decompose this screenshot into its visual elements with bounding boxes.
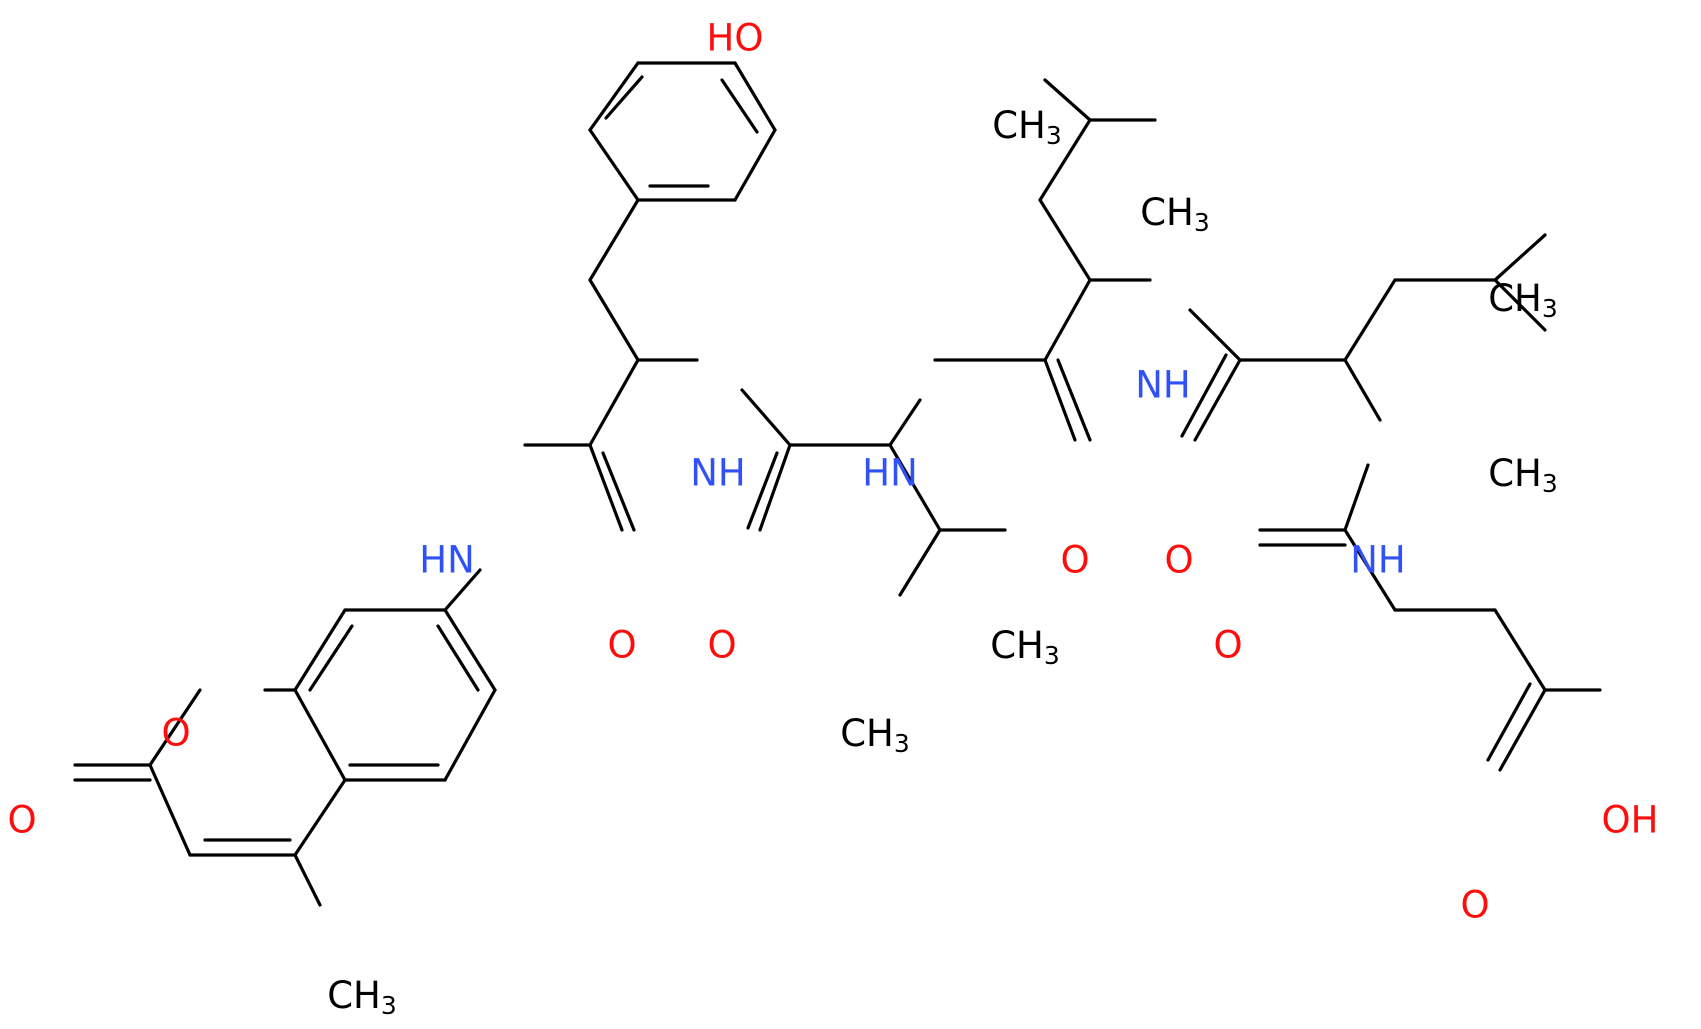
atom-label-nh-anilide: HN xyxy=(419,539,475,582)
bond-25 xyxy=(1043,358,1077,442)
bond-27 xyxy=(1043,278,1092,362)
atom-label-ch3-val-a: CH3 xyxy=(990,624,1060,670)
bond-49 xyxy=(1498,688,1547,772)
bond-16 xyxy=(740,388,792,447)
bond-39 xyxy=(1493,233,1547,282)
bond-69 xyxy=(293,853,322,907)
bond-57 xyxy=(443,608,497,692)
atom-label-o-lactone: O xyxy=(7,799,36,842)
bond-42 xyxy=(1343,463,1370,532)
bond-47 xyxy=(1493,608,1547,692)
bond-29 xyxy=(1038,198,1092,282)
bond-lines xyxy=(73,61,1602,907)
bond-14 xyxy=(601,451,636,532)
atom-label-ch3-val-b: CH3 xyxy=(840,712,910,758)
bond-40 xyxy=(1493,278,1547,332)
bond-37 xyxy=(1343,278,1397,362)
atom-label-ho-phenol: HO xyxy=(707,17,764,60)
bond-0 xyxy=(733,61,777,132)
bond-17 xyxy=(758,443,792,532)
bond-20 xyxy=(888,398,922,447)
bond-34 xyxy=(1193,358,1242,442)
bond-63 xyxy=(148,763,192,857)
atom-label-oh-acid: OH xyxy=(1602,799,1659,842)
atom-label-nh-leu1: NH xyxy=(1135,364,1191,407)
bond-26 xyxy=(1056,358,1092,442)
bond-56 xyxy=(443,688,497,782)
bond-51 xyxy=(443,568,482,612)
atom-label-ch3-coumarin: CH3 xyxy=(327,974,397,1020)
atom-label-o-succ: O xyxy=(1213,624,1242,667)
bond-65 xyxy=(293,778,347,857)
atom-label-ch3-leu1-a: CH3 xyxy=(992,104,1062,150)
bond-13 xyxy=(588,443,624,532)
bond-50 xyxy=(1486,682,1532,762)
bond-54 xyxy=(293,688,347,782)
bond-11 xyxy=(588,358,640,447)
bond-53 xyxy=(293,608,347,692)
bond-23 xyxy=(898,528,942,597)
atom-label-nh-leu2: NH xyxy=(1350,539,1406,582)
atom-label-o-tyr: O xyxy=(607,624,636,667)
atom-label-nh-tyr: NH xyxy=(690,452,746,495)
atom-label-nh-val: HN xyxy=(862,452,918,495)
bond-4 xyxy=(588,61,640,132)
bond-18 xyxy=(746,451,779,530)
bond-41 xyxy=(1343,358,1382,422)
bond-10 xyxy=(588,278,640,362)
bond-60 xyxy=(308,624,354,692)
atom-label-ch3-leu2-a: CH3 xyxy=(1488,277,1558,323)
bond-21 xyxy=(888,443,942,532)
atom-label-ch3-leu2-b: CH3 xyxy=(1488,452,1558,498)
atom-label-ch3-leu1-b: CH3 xyxy=(1140,191,1210,237)
bond-62 xyxy=(148,688,202,767)
bond-8 xyxy=(604,75,644,120)
bond-35 xyxy=(1180,353,1228,438)
atom-label-o-leu2: O xyxy=(1164,539,1193,582)
atom-label-o-acid-double: O xyxy=(1460,884,1489,927)
bond-3 xyxy=(588,128,640,202)
bond-45 xyxy=(1343,528,1397,612)
bond-58 xyxy=(436,624,480,692)
atom-label-o-leu1: O xyxy=(1060,539,1089,582)
bond-30 xyxy=(1038,118,1092,202)
atom-label-o-val: O xyxy=(707,624,736,667)
bond-1 xyxy=(733,128,777,202)
bond-33 xyxy=(1188,308,1242,362)
bond-6 xyxy=(720,78,759,134)
bond-31 xyxy=(1043,78,1092,122)
bond-9 xyxy=(588,198,640,282)
atom-label-o-ring: O xyxy=(161,712,190,755)
